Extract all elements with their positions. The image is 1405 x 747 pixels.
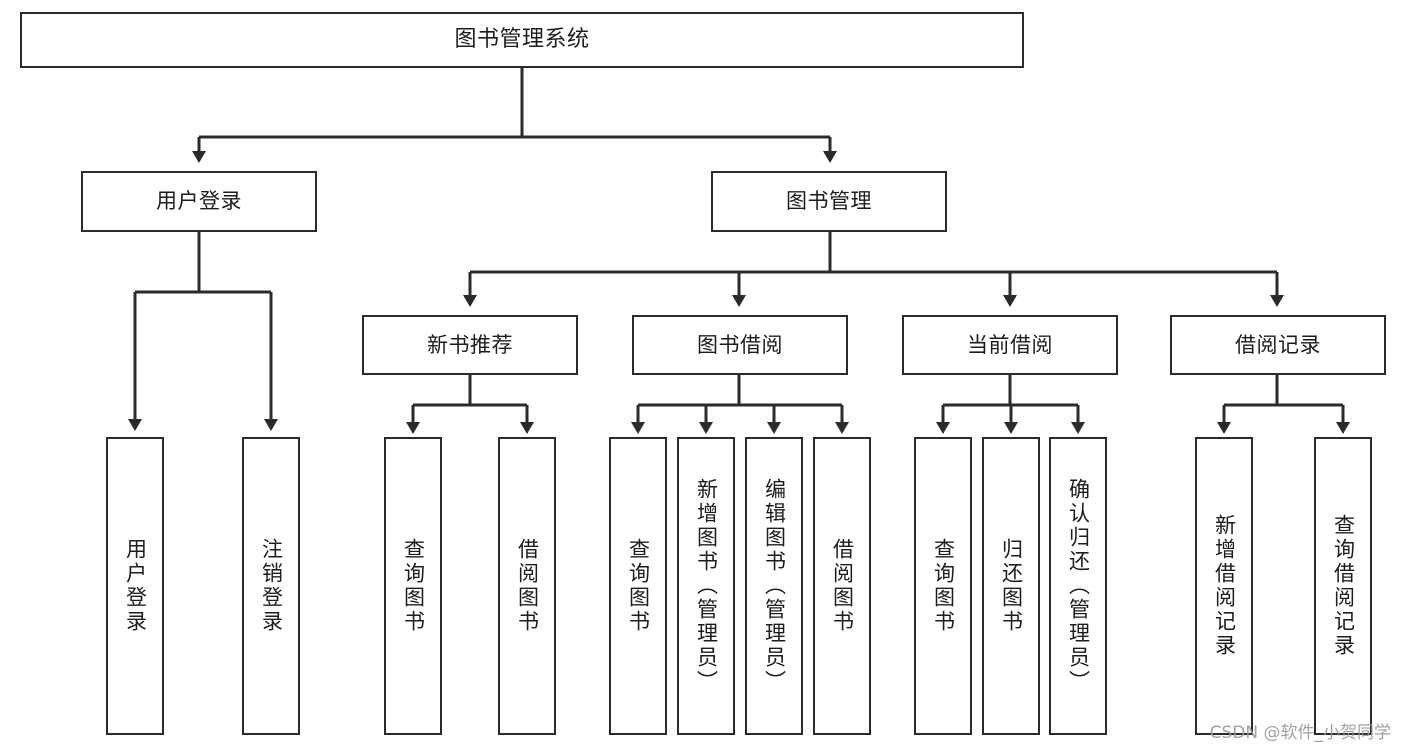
node-root[interactable]: 图书管理系统 (20, 12, 1024, 68)
node-borrow-record[interactable]: 借阅记录 (1170, 315, 1386, 375)
node-new-book-recommend[interactable]: 新书推荐 (362, 315, 578, 375)
node-leaf-confirm-return[interactable]: 确认归还（管理员） (1049, 437, 1107, 735)
node-leaf-confirm-return-label: 确认归还（管理员） (1066, 478, 1091, 694)
node-leaf-return-book[interactable]: 归还图书 (982, 437, 1040, 735)
node-leaf-edit-book[interactable]: 编辑图书（管理员） (745, 437, 803, 735)
tree-connectors (128, 68, 1350, 434)
node-leaf-query-book-1-label: 查询图书 (401, 538, 426, 634)
node-user-login-label: 用户登录 (156, 189, 242, 214)
node-leaf-add-book-label: 新增图书（管理员） (694, 478, 719, 694)
node-book-borrow[interactable]: 图书借阅 (632, 315, 848, 375)
node-leaf-edit-book-label: 编辑图书（管理员） (762, 478, 787, 694)
node-leaf-borrow-book-1[interactable]: 借阅图书 (498, 437, 556, 735)
node-leaf-add-borrow-record[interactable]: 新增借阅记录 (1195, 437, 1253, 735)
node-leaf-borrow-book-2[interactable]: 借阅图书 (813, 437, 871, 735)
node-book-borrow-label: 图书借阅 (697, 332, 783, 357)
node-leaf-query-book-2[interactable]: 查询图书 (609, 437, 667, 735)
node-leaf-user-login-label: 用户登录 (123, 538, 148, 634)
node-current-borrow-label: 当前借阅 (967, 332, 1053, 357)
node-book-management[interactable]: 图书管理 (711, 171, 947, 232)
node-leaf-borrow-book-2-label: 借阅图书 (830, 538, 855, 634)
node-leaf-return-book-label: 归还图书 (999, 538, 1024, 634)
node-borrow-record-label: 借阅记录 (1235, 332, 1321, 357)
node-leaf-add-book[interactable]: 新增图书（管理员） (677, 437, 735, 735)
node-current-borrow[interactable]: 当前借阅 (902, 315, 1118, 375)
node-leaf-logout-login[interactable]: 注销登录 (242, 437, 300, 735)
node-root-label: 图书管理系统 (454, 27, 590, 53)
node-leaf-query-book-3[interactable]: 查询图书 (914, 437, 972, 735)
node-leaf-query-book-2-label: 查询图书 (626, 538, 651, 634)
node-leaf-add-borrow-record-label: 新增借阅记录 (1212, 514, 1237, 658)
node-leaf-query-borrow-record-label: 查询借阅记录 (1331, 514, 1356, 658)
node-leaf-logout-login-label: 注销登录 (259, 538, 284, 634)
node-user-login[interactable]: 用户登录 (81, 171, 317, 232)
node-book-management-label: 图书管理 (786, 189, 872, 214)
node-leaf-query-book-3-label: 查询图书 (931, 538, 956, 634)
node-leaf-query-borrow-record[interactable]: 查询借阅记录 (1314, 437, 1372, 735)
node-leaf-user-login[interactable]: 用户登录 (106, 437, 164, 735)
node-new-book-recommend-label: 新书推荐 (427, 332, 513, 357)
node-leaf-borrow-book-1-label: 借阅图书 (515, 538, 540, 634)
node-leaf-query-book-1[interactable]: 查询图书 (384, 437, 442, 735)
